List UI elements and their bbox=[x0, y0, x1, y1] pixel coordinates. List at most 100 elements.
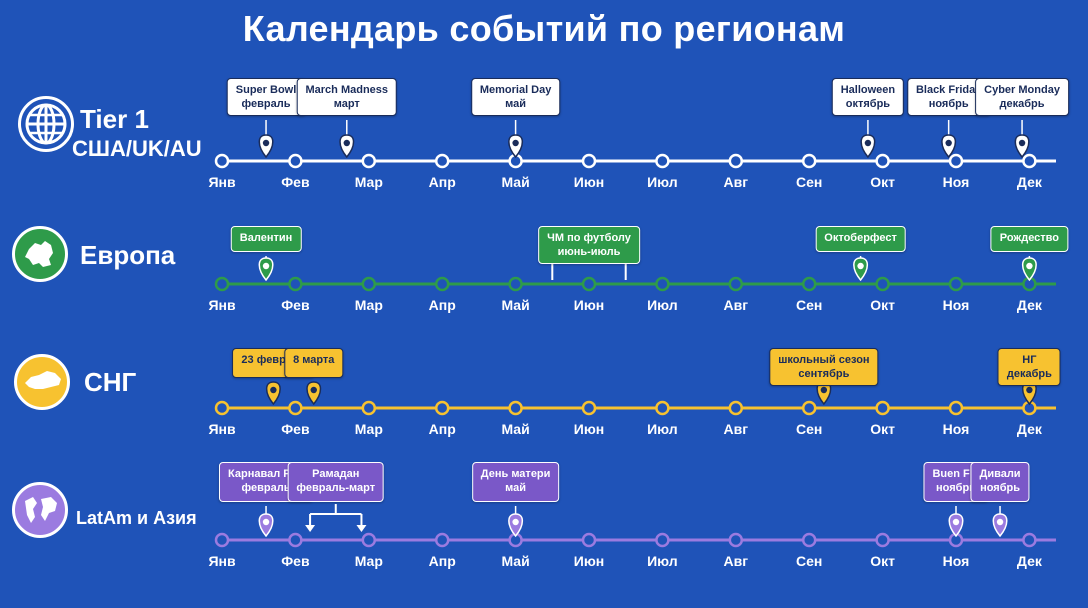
month-marker bbox=[875, 400, 890, 416]
month-label: Апр bbox=[428, 297, 456, 313]
event-title: НГ bbox=[1022, 354, 1037, 366]
month-label: Янв bbox=[208, 553, 236, 569]
month-label: Май bbox=[501, 553, 530, 569]
event-subtitle: ноябрь bbox=[936, 482, 976, 494]
pin-dot bbox=[1018, 139, 1026, 147]
month-label: Авг bbox=[723, 553, 749, 569]
globe-icon bbox=[18, 96, 74, 152]
month-marker bbox=[728, 276, 744, 292]
event-title: Cyber Monday bbox=[984, 84, 1060, 96]
event-title: Рамадан bbox=[312, 468, 360, 480]
world-map-icon bbox=[12, 482, 68, 538]
pin-dot bbox=[857, 262, 864, 270]
pin-dot bbox=[270, 386, 277, 394]
event-title: 8 марта bbox=[293, 354, 335, 366]
month-label: Сен bbox=[796, 553, 823, 569]
month-marker bbox=[728, 532, 744, 548]
month-marker bbox=[948, 153, 964, 169]
month-label: Апр bbox=[428, 421, 456, 437]
event-subtitle: декабрь bbox=[999, 98, 1045, 110]
month-label: Июл bbox=[647, 297, 678, 313]
event-title: Halloween bbox=[840, 84, 896, 96]
pin-dot bbox=[996, 518, 1004, 526]
region-subname: США/UK/AU bbox=[72, 136, 202, 161]
pin-dot bbox=[952, 518, 960, 526]
month-marker bbox=[214, 276, 230, 292]
event-title: День матери bbox=[480, 468, 551, 480]
page-title: Календарь событий по регионам bbox=[242, 8, 846, 49]
month-label: Дек bbox=[1016, 553, 1042, 569]
event-title: Валентин bbox=[239, 232, 293, 244]
event-box: Рамадан февраль-март bbox=[287, 462, 385, 502]
month-marker bbox=[801, 276, 817, 292]
pin-dot bbox=[1026, 262, 1033, 270]
month-label: Янв bbox=[208, 174, 236, 190]
event-subtitle: ноябрь bbox=[928, 98, 969, 110]
month-marker bbox=[875, 276, 890, 292]
month-label: Дек bbox=[1016, 174, 1042, 190]
month-marker bbox=[214, 532, 230, 548]
month-label: Май bbox=[501, 297, 530, 313]
pin-dot bbox=[262, 262, 270, 270]
month-label: Янв bbox=[208, 297, 236, 313]
month-marker bbox=[508, 276, 523, 292]
event-title: March Madness bbox=[305, 84, 389, 96]
month-marker bbox=[728, 153, 744, 169]
month-label: Ноя bbox=[942, 421, 970, 437]
month-label: Дек bbox=[1016, 297, 1042, 313]
russia-map-icon bbox=[14, 354, 70, 410]
event-title: Memorial Day bbox=[479, 84, 552, 96]
pin-dot bbox=[512, 139, 519, 147]
month-marker bbox=[581, 153, 597, 169]
month-label: Мар bbox=[354, 174, 383, 190]
month-label: Авг bbox=[723, 421, 749, 437]
event-box: Октоберфест bbox=[815, 226, 906, 252]
event-box: March Madness март bbox=[296, 78, 398, 116]
month-label: Июл bbox=[647, 174, 678, 190]
event-subtitle: май bbox=[505, 98, 527, 110]
month-label: Апр bbox=[428, 553, 456, 569]
month-marker bbox=[655, 276, 670, 292]
month-marker bbox=[288, 532, 303, 548]
month-label: Июн bbox=[573, 174, 605, 190]
event-box: День матери май bbox=[471, 462, 560, 502]
event-subtitle: май bbox=[505, 482, 527, 494]
event-box: Cyber Monday декабрь bbox=[975, 78, 1069, 116]
event-subtitle: октябрь bbox=[845, 98, 891, 110]
month-marker bbox=[361, 276, 377, 292]
month-marker bbox=[1022, 153, 1037, 169]
month-marker bbox=[361, 532, 377, 548]
month-label: Окт bbox=[870, 297, 895, 313]
month-label: Фев bbox=[281, 553, 310, 569]
month-marker bbox=[434, 153, 450, 169]
event-subtitle: март bbox=[333, 98, 360, 110]
month-label: Июн bbox=[573, 553, 605, 569]
event-title: Карнавал Рио bbox=[228, 468, 305, 480]
month-marker bbox=[948, 276, 964, 292]
month-label: Май bbox=[501, 421, 530, 437]
region-name: СНГ bbox=[84, 367, 137, 397]
month-label: Ноя bbox=[942, 553, 970, 569]
event-title: школьный сезон bbox=[778, 354, 870, 366]
month-label: Май bbox=[501, 174, 530, 190]
event-box: Валентин bbox=[230, 226, 302, 252]
month-marker bbox=[434, 532, 450, 548]
month-marker bbox=[728, 400, 744, 416]
event-subtitle: февраль-март bbox=[296, 482, 376, 494]
month-label: Ноя bbox=[942, 297, 970, 313]
pin-dot bbox=[1026, 386, 1033, 394]
event-title: Дивали bbox=[979, 468, 1021, 480]
arrow-head-icon bbox=[305, 525, 316, 532]
month-marker bbox=[801, 153, 817, 169]
event-box: Halloween октябрь bbox=[831, 78, 905, 116]
region-name: LatAm и Азия bbox=[76, 508, 197, 528]
month-marker bbox=[361, 400, 377, 416]
month-label: Авг bbox=[723, 297, 749, 313]
month-marker bbox=[288, 276, 303, 292]
event-box: Memorial Day май bbox=[470, 78, 561, 116]
event-title: Super Bowl bbox=[235, 84, 297, 96]
month-marker bbox=[288, 400, 303, 416]
month-marker bbox=[581, 400, 597, 416]
